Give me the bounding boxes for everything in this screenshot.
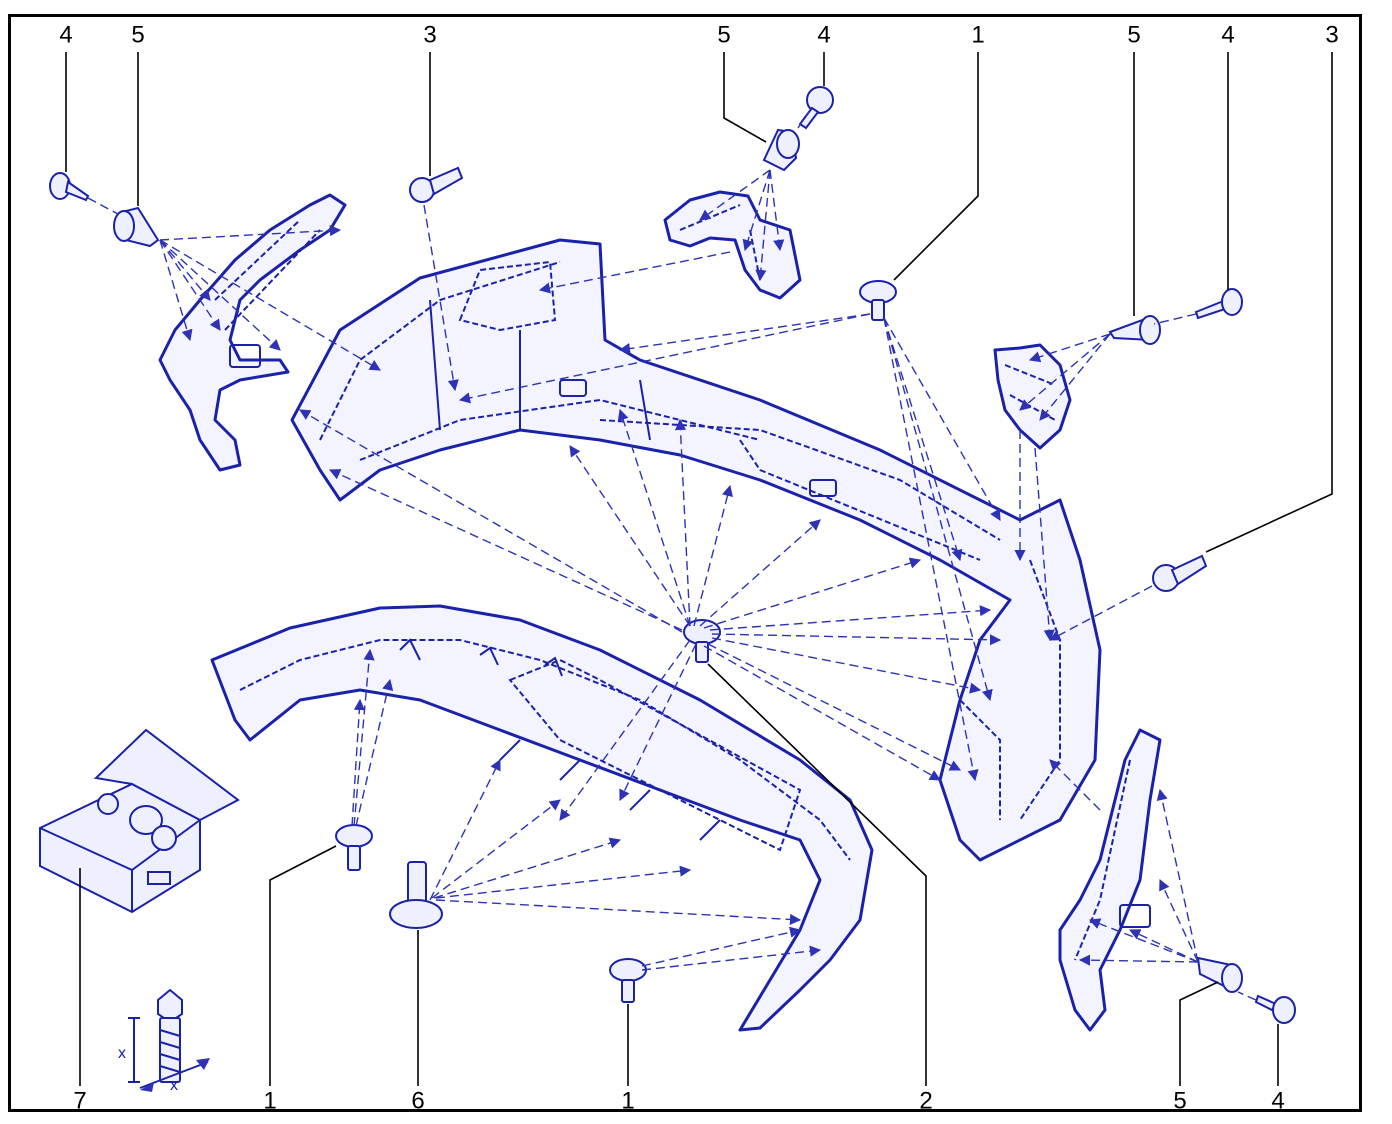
screw-3-top bbox=[409, 166, 464, 203]
callout-7-bottom: 7 bbox=[73, 1087, 86, 1114]
flange-bolt-1-top bbox=[859, 280, 897, 321]
leader-lines bbox=[65, 52, 1333, 1086]
dimension-label-vertical: x bbox=[118, 1045, 126, 1062]
callout-2-bottom: 2 bbox=[919, 1087, 932, 1114]
clip-nut-5-top-left bbox=[113, 206, 160, 248]
callout-5-top-center: 5 bbox=[717, 21, 730, 48]
callout-4-bottom-right: 4 bbox=[1271, 1087, 1284, 1114]
dimension-label-horizontal: x bbox=[170, 1077, 178, 1094]
clip-nut-5-top-center bbox=[762, 128, 800, 172]
callout-5-bottom-right: 5 bbox=[1173, 1087, 1186, 1114]
bolt-dimension-inset: x x bbox=[118, 988, 210, 1094]
callout-4-top-left: 4 bbox=[59, 21, 72, 48]
callout-4-top-right: 4 bbox=[1221, 21, 1234, 48]
push-rivet-4-right bbox=[1194, 288, 1243, 320]
callout-5-top-right: 5 bbox=[1127, 21, 1140, 48]
push-rivet-4-lower-right bbox=[1254, 994, 1296, 1024]
callout-5-top-left: 5 bbox=[131, 21, 144, 48]
bracket-upper-left bbox=[158, 193, 347, 472]
callout-1-top: 1 bbox=[971, 21, 984, 48]
callout-4-top-center: 4 bbox=[817, 21, 830, 48]
callout-1-bottom-center: 1 bbox=[621, 1087, 634, 1114]
callout-3-top: 3 bbox=[423, 21, 436, 48]
callout-labels: 4 5 3 5 4 1 5 4 3 7 1 6 1 2 5 4 bbox=[59, 21, 1338, 1114]
callout-3-top-right: 3 bbox=[1325, 21, 1338, 48]
push-rivet-4-top-left bbox=[49, 172, 90, 202]
callout-1-bottom-left: 1 bbox=[263, 1087, 276, 1114]
bracket-upper-right bbox=[993, 343, 1072, 450]
push-rivet-4-top-center bbox=[798, 86, 834, 130]
lower-bumper-valance bbox=[210, 604, 874, 1032]
stud-6 bbox=[389, 861, 443, 929]
screw-3-right bbox=[1152, 554, 1208, 592]
callout-6-bottom: 6 bbox=[411, 1087, 424, 1114]
assembly-lines bbox=[87, 109, 1257, 1001]
parts-kit-box-7 bbox=[39, 728, 240, 914]
clip-nut-5-right bbox=[1108, 315, 1161, 345]
upper-bumper-cover bbox=[290, 238, 1102, 862]
diagram-frame bbox=[8, 14, 1362, 1112]
clip-nut-5-lower-right bbox=[1196, 956, 1243, 993]
flange-bolt-1-lower-left bbox=[335, 824, 373, 871]
flange-bolt-1-lower-center bbox=[609, 958, 647, 1003]
